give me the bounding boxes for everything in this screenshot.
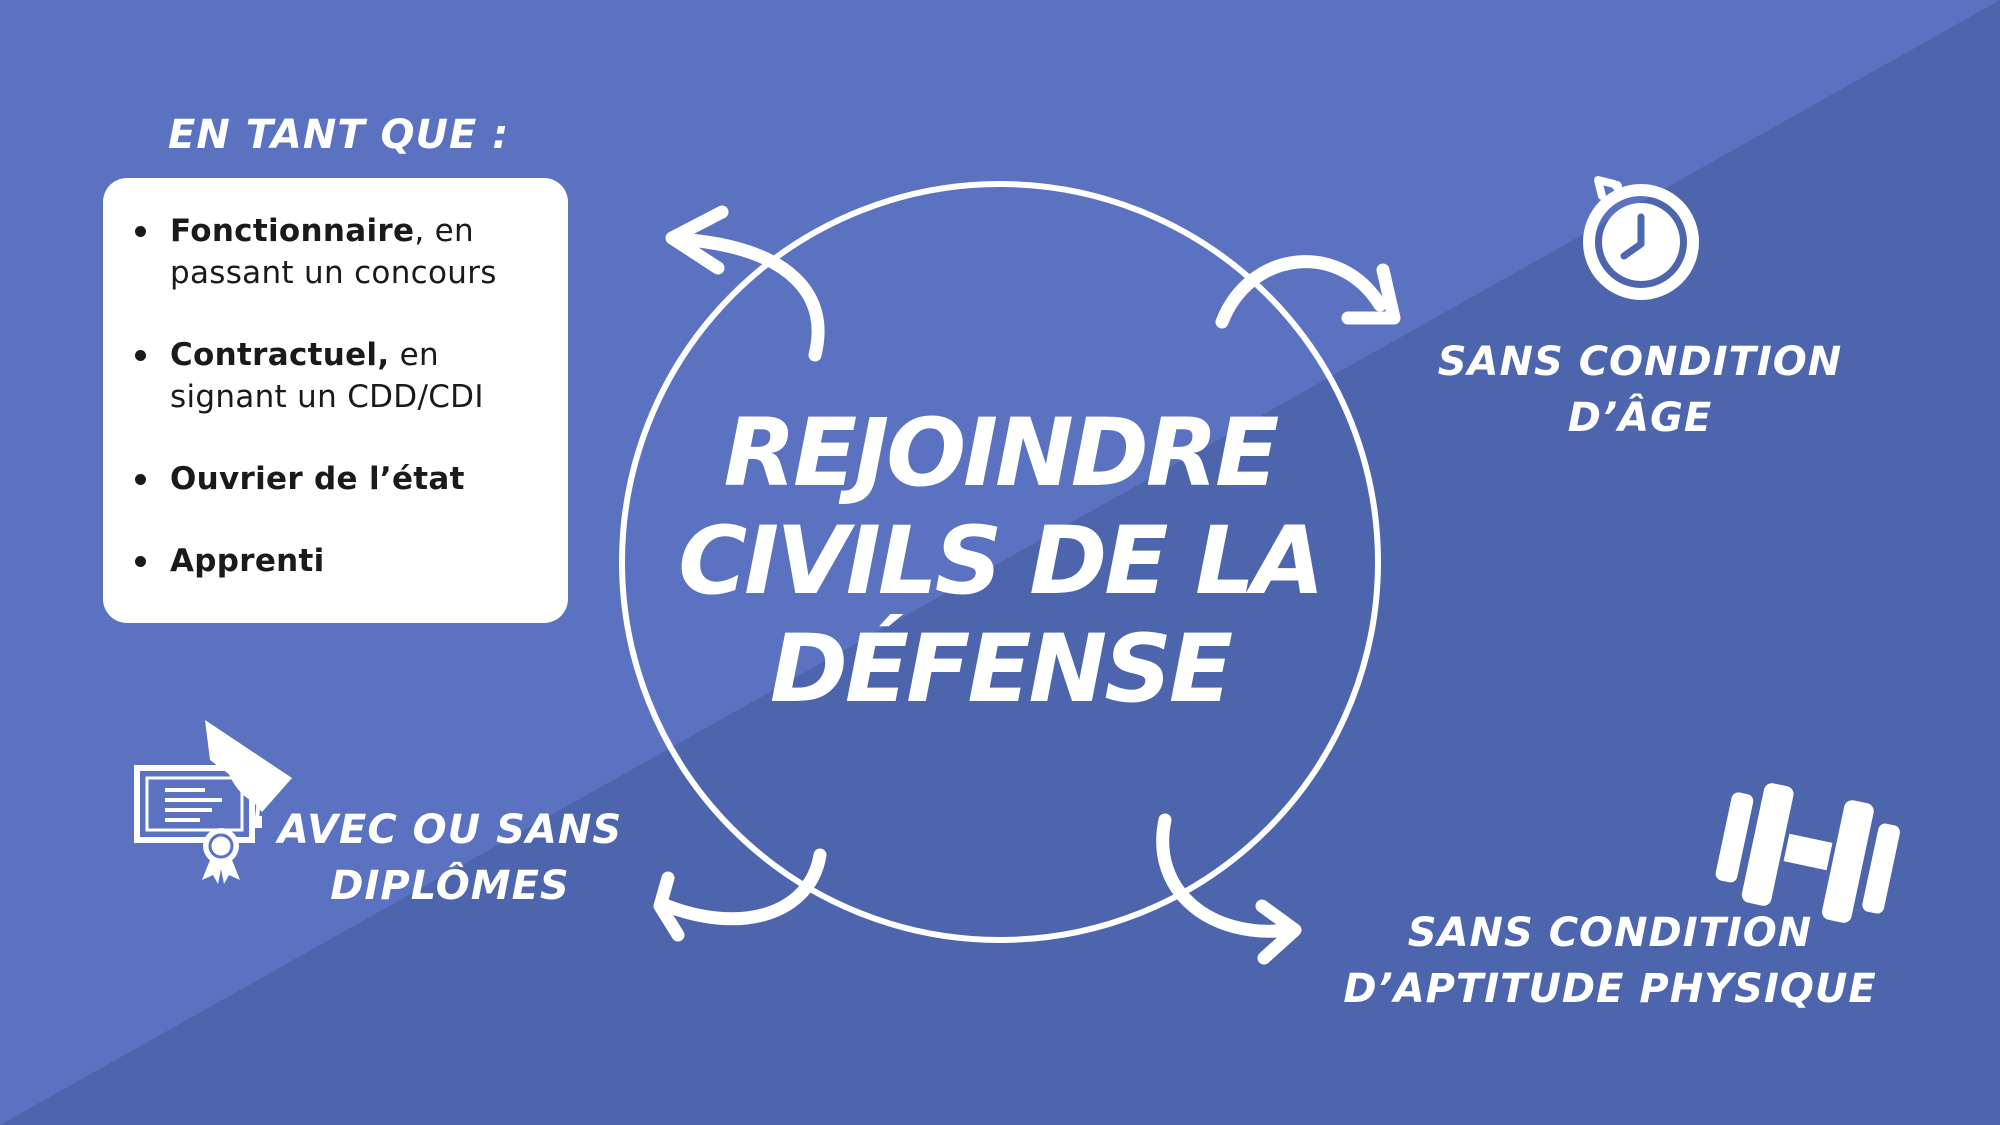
bullet-icon [135, 556, 146, 567]
dumbbell-icon [1715, 783, 1900, 923]
role-name: Contractuel, [170, 337, 390, 373]
main-title-line: REJOINDRE [723, 399, 1280, 508]
role-detail: , en [414, 213, 474, 249]
condition-line: SANS CONDITION [1437, 339, 1843, 385]
role-detail: signant un CDD/CDI [170, 379, 484, 415]
role-name: Fonctionnaire [170, 213, 415, 249]
cycle-arrow-bottom-right [1156, 813, 1302, 965]
main-title-line: CIVILS DE LA [678, 507, 1325, 616]
main-title-line: DÉFENSE [769, 615, 1233, 724]
list-item: Ouvrier de l’état [135, 458, 546, 500]
condition-age: SANS CONDITION D’ÂGE [1420, 334, 1860, 446]
cycle-arrow-top-right [1215, 255, 1401, 329]
stopwatch-icon [1583, 176, 1699, 300]
condition-line: AVEC OU SANS [277, 807, 623, 853]
bullet-icon [135, 350, 146, 361]
role-name: Apprenti [170, 543, 325, 579]
condition-line: DIPLÔMES [330, 863, 570, 909]
list-item: Fonctionnaire, en passant un concours [135, 210, 546, 294]
list-item: Apprenti [135, 540, 546, 582]
roles-card: Fonctionnaire, en passant un concours Co… [103, 178, 568, 623]
role-detail: passant un concours [170, 255, 497, 291]
condition-line: SANS CONDITION [1407, 910, 1813, 956]
cycle-circle [619, 181, 1381, 943]
condition-physique: SANS CONDITION D’APTITUDE PHYSIQUE [1330, 905, 1890, 1017]
main-title: REJOINDRE CIVILS DE LA DÉFENSE [640, 400, 1360, 724]
intro-title: EN TANT QUE : [168, 112, 510, 158]
role-detail: en [389, 337, 439, 373]
role-name: Ouvrier de l’état [170, 461, 465, 497]
condition-diplomes: AVEC OU SANS DIPLÔMES [270, 802, 630, 914]
bullet-icon [135, 226, 146, 237]
cycle-arrow-top-left [665, 205, 825, 362]
condition-line: D’ÂGE [1567, 395, 1713, 441]
cycle-arrow-bottom-left [653, 848, 827, 942]
condition-line: D’APTITUDE PHYSIQUE [1343, 966, 1877, 1012]
bullet-icon [135, 474, 146, 485]
list-item: Contractuel, en signant un CDD/CDI [135, 334, 546, 418]
diploma-icon [134, 720, 292, 884]
